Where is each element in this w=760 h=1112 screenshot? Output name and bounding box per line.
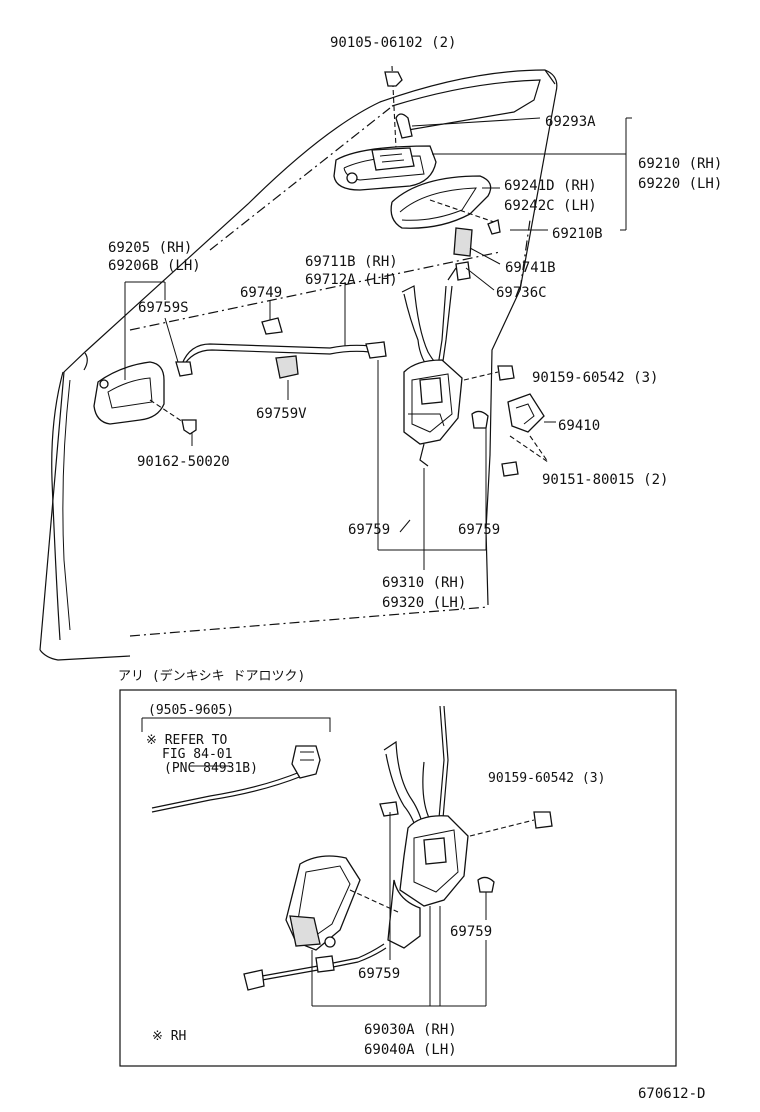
- leader-lines: [124, 117, 632, 570]
- inset-rh-note: ※ RH: [152, 1029, 186, 1044]
- control-rods: [175, 267, 457, 379]
- label-69320: 69320 (LH): [382, 595, 466, 611]
- label-69749: 69749: [240, 285, 282, 301]
- label-69242c: 69242C (LH): [504, 198, 597, 214]
- inset-refer-line2: FIG 84-01: [162, 747, 232, 762]
- inside-handle: [93, 361, 197, 435]
- label-69711b: 69711B (RH): [305, 254, 398, 270]
- label-69206b: 69206B (LH): [108, 258, 201, 274]
- inset-label-69759-left: 69759: [358, 966, 400, 982]
- label-69205: 69205 (RH): [108, 240, 192, 256]
- label-69293a: 69293A: [545, 114, 596, 130]
- label-69736c: 69736C: [496, 285, 547, 301]
- inset-label-69030a: 69030A (RH): [364, 1022, 457, 1038]
- inset-date-range: (9505-9605): [148, 703, 234, 718]
- inset-header: アリ (デンキシキ ドアロツク): [118, 668, 305, 684]
- label-69210: 69210 (RH): [638, 156, 722, 172]
- outside-handle-assembly: [333, 65, 501, 281]
- label-69741b: 69741B: [505, 260, 556, 276]
- door-lock-assembly: [403, 359, 549, 477]
- label-69220: 69220 (LH): [638, 176, 722, 192]
- label-69210b: 69210B: [552, 226, 603, 242]
- label-69712a: 69712A (LH): [305, 272, 398, 288]
- label-90162-50020: 90162-50020: [137, 454, 230, 470]
- inset-refer-line3: (PNC 84931B): [164, 761, 258, 776]
- inset-label-90159-60542: 90159-60542 (3): [488, 771, 605, 786]
- door-panel-outline: [39, 69, 558, 661]
- label-69759-left: 69759: [348, 522, 390, 538]
- diagram-id: 670612-D: [638, 1086, 705, 1102]
- label-69310: 69310 (RH): [382, 575, 466, 591]
- power-lock-inset: [119, 689, 677, 1067]
- inset-label-69759-right: 69759: [450, 924, 492, 940]
- label-90151-80015: 90151-80015 (2): [542, 472, 668, 488]
- inset-label-69040a: 69040A (LH): [364, 1042, 457, 1058]
- label-69241d: 69241D (RH): [504, 178, 597, 194]
- label-69410: 69410: [558, 418, 600, 434]
- label-69759-right: 69759: [458, 522, 500, 538]
- label-90105-06102: 90105-06102 (2): [330, 35, 456, 51]
- label-69759s: 69759S: [138, 300, 189, 316]
- part-number-labels: 90105-06102 (2) 69293A 69210 (RH) 69220 …: [108, 35, 722, 1102]
- inset-refer-line1: ※ REFER TO: [146, 733, 228, 748]
- label-69759v: 69759V: [256, 406, 307, 422]
- label-90159-60542: 90159-60542 (3): [532, 370, 658, 386]
